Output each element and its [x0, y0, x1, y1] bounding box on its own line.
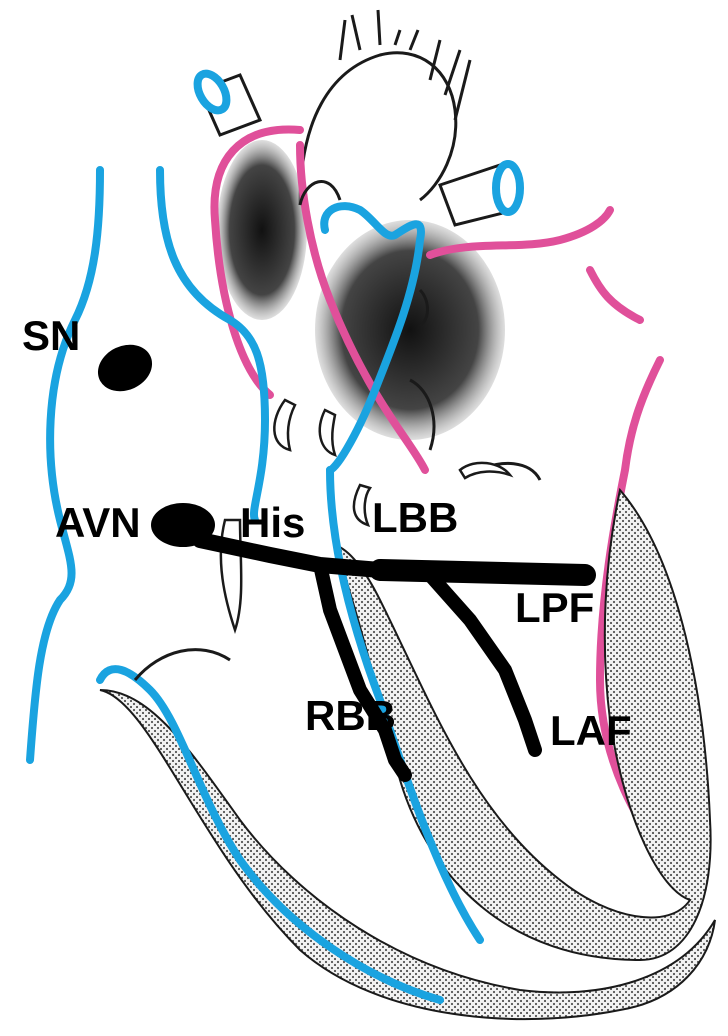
aortic-arch — [300, 10, 470, 205]
pulmonary-artery — [440, 164, 520, 225]
right-atrium-shading — [217, 140, 307, 320]
label-his: His — [240, 499, 305, 546]
label-rbb: RBB — [305, 692, 396, 739]
label-avn: AVN — [55, 499, 141, 546]
superior-vessel-left — [192, 69, 260, 135]
sinus-node — [90, 336, 159, 400]
label-lbb: LBB — [372, 494, 458, 541]
label-lpf: LPF — [515, 584, 594, 631]
label-laf: LAF — [550, 707, 632, 754]
lpf-branch-path — [380, 570, 585, 575]
label-sn: SN — [22, 312, 80, 359]
